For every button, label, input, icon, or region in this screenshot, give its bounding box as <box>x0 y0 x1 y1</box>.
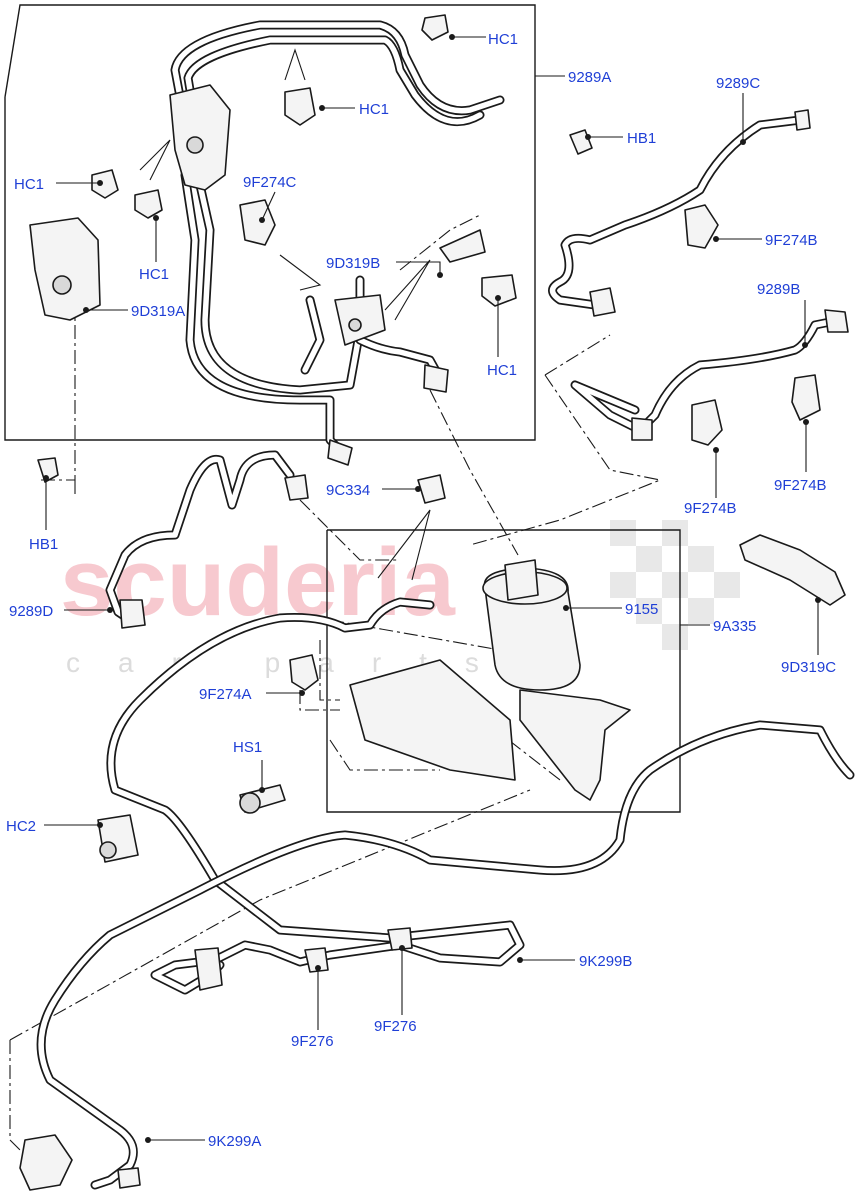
label-9289c: 9289C <box>716 75 760 92</box>
clip-hc1-left-a <box>91 169 119 199</box>
label-hb1-top: HB1 <box>627 130 656 147</box>
label-hc1-mid: HC1 <box>359 101 389 118</box>
label-9d319b: 9D319B <box>326 255 380 272</box>
clip-9f274b-mid <box>691 399 723 446</box>
label-9d319a: 9D319A <box>131 303 185 320</box>
frame-9289a <box>4 4 536 441</box>
label-9k299b: 9K299B <box>579 953 632 970</box>
label-9a335: 9A335 <box>713 618 756 635</box>
label-9f274b-top: 9F274B <box>765 232 818 249</box>
label-9d319c: 9D319C <box>781 659 836 676</box>
pipe-9289d <box>37 450 309 629</box>
purge-valve <box>19 1134 73 1191</box>
label-9f274c: 9F274C <box>243 174 297 191</box>
clip-arrow-left <box>139 139 171 181</box>
valve-manifold <box>334 294 386 346</box>
clip-arrow-9d319b <box>384 259 431 321</box>
clip-9f276-a <box>304 947 329 973</box>
pipe-9k299 <box>19 534 855 1191</box>
pipe-9289c <box>548 109 811 317</box>
label-hs1: HS1 <box>233 739 262 756</box>
clip-9f274a <box>289 654 319 691</box>
label-9155: 9155 <box>625 601 658 618</box>
bolt-hb1-top <box>569 129 593 155</box>
clip-hc1-mid <box>284 87 316 126</box>
clip-hc1-top <box>421 14 449 41</box>
mounting-bracket-9a335 <box>349 659 516 781</box>
connector-9289b-end <box>631 417 653 441</box>
clip-arrow-9c334 <box>377 509 431 581</box>
label-hb1-left: HB1 <box>29 536 58 553</box>
clip-9f274c <box>239 199 276 246</box>
valve-9k299b <box>194 947 223 991</box>
bolt-hb1-left <box>37 457 59 483</box>
label-9f274b-right: 9F274B <box>774 477 827 494</box>
label-hc1-left-lower: HC1 <box>139 266 169 283</box>
clips-hc1 <box>29 14 517 321</box>
connector-9289d-bottom <box>119 599 146 629</box>
clip-arrow-top <box>284 48 306 81</box>
frame-9a335 <box>326 529 681 813</box>
bracket-9d319a <box>29 217 101 321</box>
leader-lines <box>43 34 821 1143</box>
clip-9f276-b <box>387 927 413 951</box>
label-9289d: 9289D <box>9 603 53 620</box>
part-labels: HC1 HC1 9289A 9289C HB1 HC1 9F274C 9F274… <box>6 31 836 1150</box>
clip-9f274b-top <box>684 204 719 249</box>
connector-9289c-end <box>589 287 616 317</box>
label-hc2: HC2 <box>6 818 36 835</box>
clip-9f274b-right <box>791 374 821 421</box>
group-frames <box>4 4 681 813</box>
bracket-9d319c <box>739 534 846 606</box>
label-9289a: 9289A <box>568 69 611 86</box>
canister-group <box>239 474 631 814</box>
clip-hc1-left-b <box>134 189 163 219</box>
canister-bracket <box>519 689 631 801</box>
label-9289b: 9289B <box>757 281 800 298</box>
label-9f274a: 9F274A <box>199 686 252 703</box>
label-hc1-right: HC1 <box>487 362 517 379</box>
label-9f276-a: 9F276 <box>291 1033 334 1050</box>
fitting-9289c-top <box>794 109 811 131</box>
quick-connector-right <box>423 364 449 393</box>
label-9c334: 9C334 <box>326 482 370 499</box>
bracket-9d319b <box>439 229 486 263</box>
label-9k299a: 9K299A <box>208 1133 261 1150</box>
clip-9c334 <box>417 474 446 504</box>
clip-arrow-9f274c <box>279 254 322 291</box>
label-9f274b-mid: 9F274B <box>684 500 737 517</box>
mounting-bracket-9289a <box>169 84 231 191</box>
label-hc1-left: HC1 <box>14 176 44 193</box>
pipe-connector-9k299a <box>117 1167 141 1189</box>
canister-port <box>504 559 539 601</box>
clip-hc1-right <box>481 274 517 307</box>
label-hc1-top: HC1 <box>488 31 518 48</box>
fitting-9289b-top <box>824 309 849 333</box>
pipe-connector <box>327 439 353 466</box>
connector-9289d-top <box>284 474 309 501</box>
label-9f276-b: 9F276 <box>374 1018 417 1035</box>
pipe-9289a <box>169 20 505 466</box>
checkered-flag-watermark <box>610 520 740 650</box>
